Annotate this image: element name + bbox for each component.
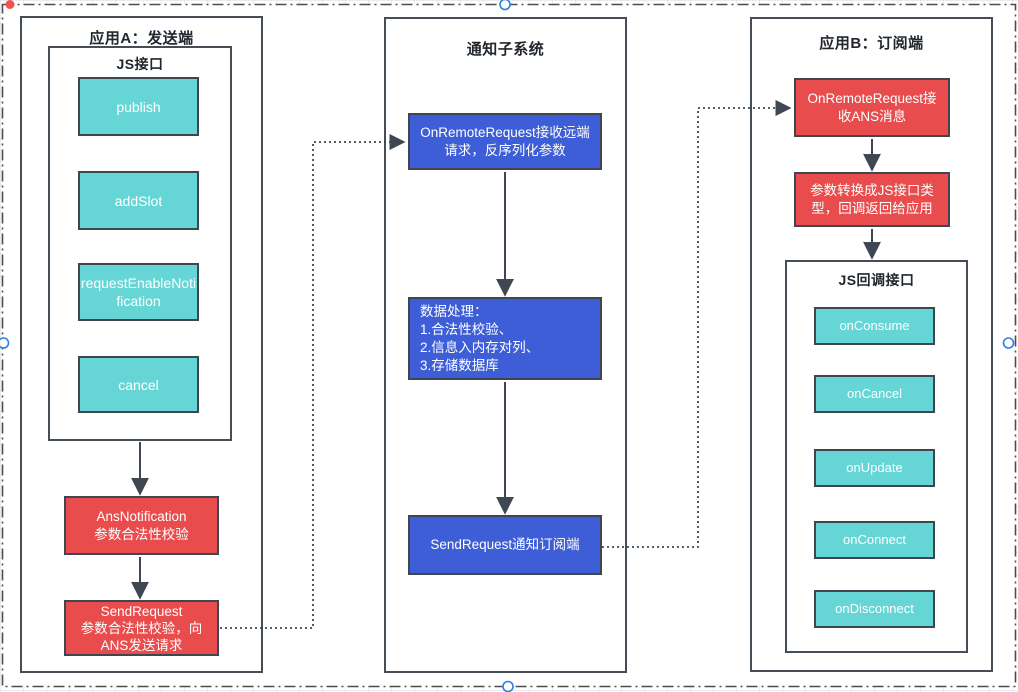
node-onremoterequest-receive: OnRemoteRequest接收远端 请求，反序列化参数 [408, 113, 602, 170]
node-onconsume: onConsume [814, 307, 935, 345]
node-oncancel: onCancel [814, 375, 935, 413]
selection-handle-right[interactable] [1002, 337, 1015, 349]
node-onremoterequest-receive-ans: OnRemoteRequest接 收ANS消息 [794, 78, 950, 137]
node-onupdate: onUpdate [814, 449, 935, 487]
node-publish: publish [78, 77, 199, 136]
node-request-enable-notification: requestEnableNotification [78, 263, 199, 321]
node-sendrequest-notify-subscriber: SendRequest通知订阅端 [408, 515, 602, 575]
node-ondisconnect: onDisconnect [814, 590, 935, 628]
node-cancel: cancel [78, 356, 199, 413]
node-onconnect: onConnect [814, 521, 935, 559]
node-data-processing: 数据处理： 1.合法性校验、 2.信息入内存对列、 3.存储数据库 [408, 297, 602, 380]
node-sendrequest-to-ans: SendRequest 参数合法性校验，向 ANS发送请求 [64, 600, 219, 656]
app-a-title: 应用A：发送端 [89, 30, 194, 47]
node-param-convert-callback: 参数转换成JS接口类 型，回调返回给应用 [794, 172, 950, 227]
selection-handle-left[interactable] [0, 337, 10, 349]
node-addslot: addSlot [78, 171, 199, 230]
node-ans-notification-validate: AnsNotification 参数合法性校验 [64, 496, 219, 555]
js-callback-title: JS回调接口 [838, 272, 915, 288]
selection-handle-rotate[interactable] [5, 0, 15, 9]
js-interface-title: JS接口 [116, 56, 164, 72]
app-b-title: 应用B：订阅端 [819, 35, 924, 52]
subsystem-title: 通知子系统 [466, 41, 545, 58]
selection-handle-top[interactable] [499, 0, 511, 11]
selection-handle-bottom[interactable] [502, 680, 514, 692]
